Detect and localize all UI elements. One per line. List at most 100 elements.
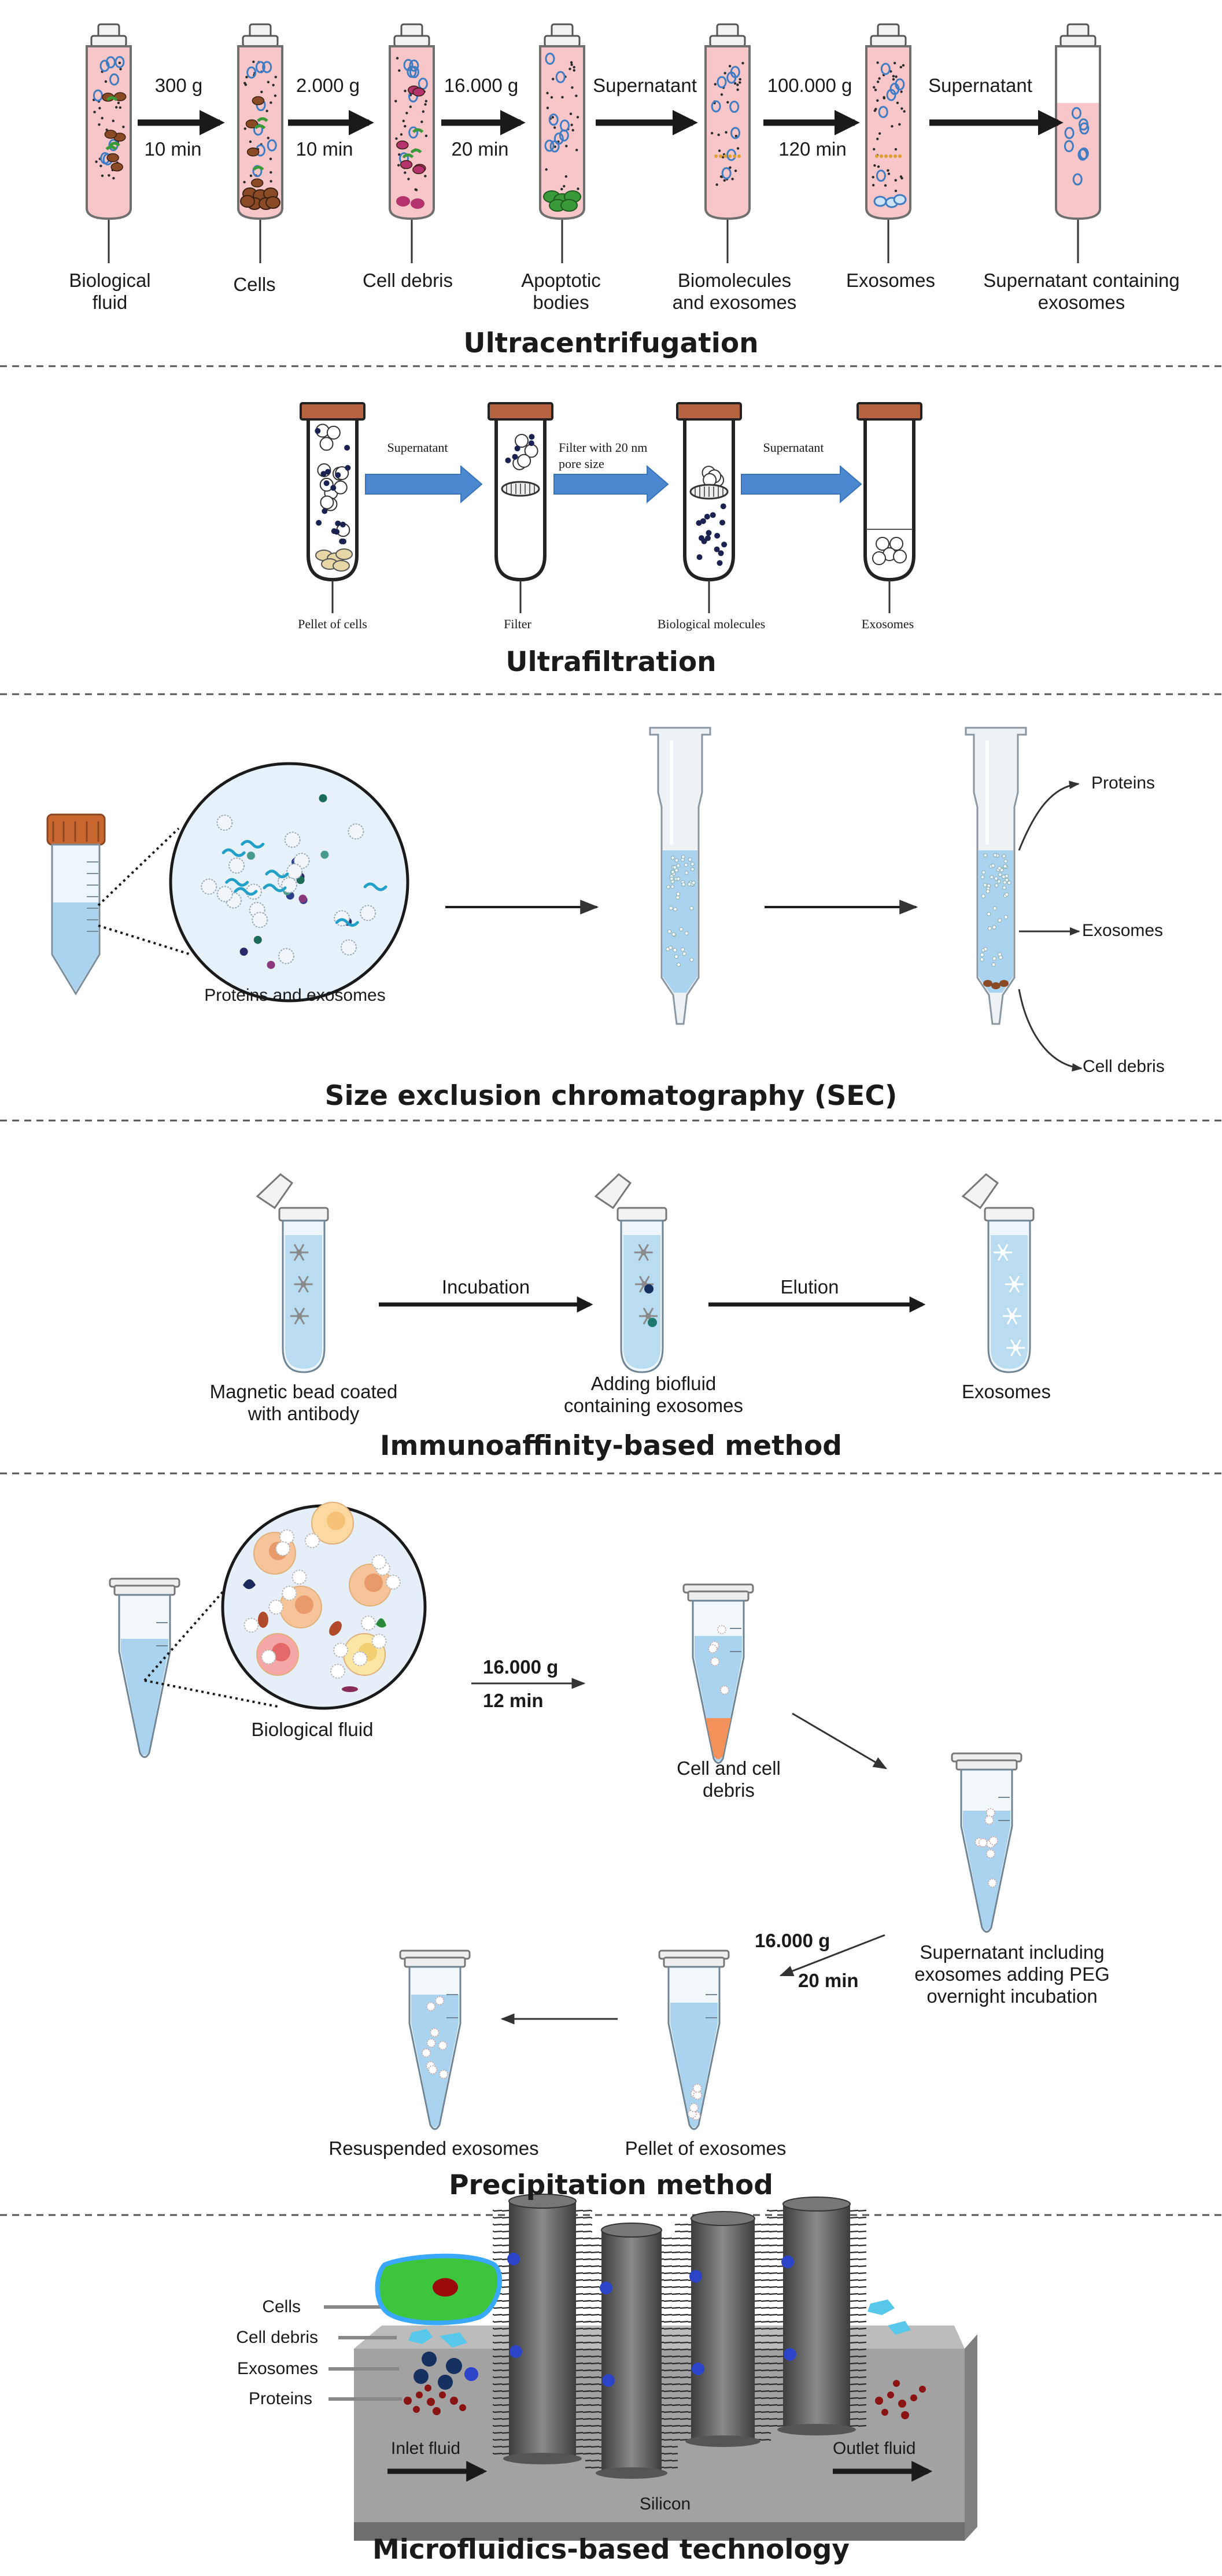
mf-outlet-label: Outlet fluid: [833, 2439, 916, 2458]
pp-spin1-force: 16.000 g: [483, 1656, 559, 1678]
uf-arrow-3: [741, 465, 862, 504]
ia-tube-2-label-2: containing exosomes: [563, 1395, 744, 1416]
filtration-tube-icon-2: [488, 402, 553, 613]
filtration-tube-icon-4: [856, 402, 922, 613]
pillar-icon-1: [493, 2194, 592, 2464]
ultrafiltration-section: [300, 402, 922, 613]
uf-tube-1-label: Pellet of cells: [298, 617, 367, 631]
uf-tubes: [300, 402, 922, 613]
uf-arrow-2-label-2: pore size: [559, 456, 604, 471]
pp-pellet-label: Pellet of exosomes: [625, 2138, 787, 2159]
uf-arrows: [365, 465, 862, 504]
sec-circle-particles: [201, 794, 387, 969]
sec-zoom-circle: [169, 762, 409, 1003]
mf-legend-cell-debris: Cell debris: [236, 2328, 318, 2347]
mf-legend-proteins: Proteins: [248, 2389, 312, 2408]
sec-output-cell-debris: Cell debris: [1083, 1057, 1165, 1076]
ia-tube-2-label-1: Adding biofluid: [590, 1373, 717, 1394]
pp-spin1-time: 12 min: [483, 1690, 544, 1711]
uf-arrow-2-label-1: Filter with 20 nm: [559, 440, 648, 455]
centrifuge-tube-icon-6: [865, 23, 911, 263]
uc-step-3-force: 16.000 g: [444, 75, 519, 96]
pp-title: Precipitation method: [449, 2169, 773, 2201]
uc-tube-7-label-1: Supernatant containing: [983, 270, 1180, 291]
uf-arrow-3-label: Supernatant: [763, 440, 824, 455]
falcon-tube-icon: [46, 813, 106, 996]
centrifuge-tube-icon-5: [704, 23, 751, 263]
uc-step-4-label: Supernatant: [593, 75, 697, 96]
centrifuge-tube-icon-7: [1055, 23, 1101, 263]
pp-zoom-circle: [221, 1502, 427, 1710]
zoom-line-1: [97, 827, 180, 906]
uc-tube-1-label-2: fluid: [92, 292, 128, 313]
uc-step-5-time: 120 min: [778, 138, 847, 160]
filtration-tube-icon-3: [676, 402, 742, 613]
uf-tube-3-label: Biological molecules: [657, 617, 766, 631]
ia-tube-1-label-1: Magnetic bead coated: [209, 1381, 398, 1402]
uc-tube-4-label-1: Apoptotic: [521, 270, 601, 291]
uf-tube-4-label: Exosomes: [861, 617, 914, 631]
mf-legend-cells: Cells: [262, 2297, 301, 2316]
uc-title: Ultracentrifugation: [463, 327, 759, 359]
uf-arrow-2: [553, 465, 669, 504]
pp-circle-label: Biological fluid: [251, 1719, 374, 1740]
uc-step-6-label: Supernatant: [928, 75, 1032, 96]
uc-tube-7-label-2: exosomes: [1038, 292, 1125, 313]
pp-tube-3-icon: [951, 1752, 1022, 1933]
uc-step-3-time: 20 min: [451, 138, 509, 160]
sec-title: Size exclusion chromatography (SEC): [324, 1080, 898, 1112]
filtration-tube-icon-1: [300, 402, 366, 613]
sec-section: [46, 727, 1083, 1072]
centrifuge-tube-icon-4: [539, 23, 585, 263]
uc-step-2-time: 10 min: [296, 138, 353, 160]
pp-debris-label-1: Cell and cell: [677, 1757, 781, 1779]
eppendorf-tube-icon-2: [594, 1173, 667, 1373]
uc-tube-5-label-1: Biomolecules: [677, 270, 792, 291]
ultracentrifugation-section: [86, 23, 1101, 263]
pillar-icon-4: [767, 2197, 866, 2435]
immunoaffinity-section: [256, 1173, 1035, 1373]
ia-tube-3-label: Exosomes: [961, 1381, 1051, 1402]
zoom-line-2: [98, 924, 191, 956]
pp-arrow-3: [779, 1934, 885, 1977]
centrifuge-tube-icon-3: [389, 23, 435, 263]
mf-protein-icon: [404, 2385, 466, 2415]
mf-inlet-label: Inlet fluid: [391, 2439, 461, 2458]
sec-circle-label: Proteins and exosomes: [204, 986, 386, 1005]
ia-tube-1-label-2: with antibody: [248, 1403, 360, 1424]
uc-step-1-time: 10 min: [144, 138, 202, 160]
pp-tube-4-icon: [658, 1949, 730, 2130]
sec-debris-arrow: [1018, 989, 1083, 1072]
ia-arrow-1-label: Incubation: [441, 1276, 530, 1298]
pp-tube-1-icon: [109, 1578, 180, 1758]
ia-title: Immunoaffinity-based method: [380, 1430, 842, 1462]
uf-arrow-1: [365, 465, 483, 504]
centrifuge-tube-icon-1: [86, 23, 132, 263]
pp-debris-label-2: debris: [703, 1779, 755, 1801]
uc-tube-1-label-1: Biological: [69, 270, 151, 291]
uc-tube-5-label-2: and exosomes: [672, 292, 797, 313]
pp-spin2-time: 20 min: [798, 1970, 859, 1991]
mf-legend-exosomes: Exosomes: [237, 2359, 318, 2378]
mf-substrate-label: Silicon: [639, 2494, 691, 2514]
eppendorf-tube-icon-1: [256, 1173, 329, 1373]
section-dividers: [0, 365, 1222, 2216]
sec-column-1-icon: [649, 727, 711, 1025]
sec-proteins-arrow: [1018, 780, 1080, 851]
uc-step-1-force: 300 g: [154, 75, 203, 96]
uc-tube-6-label: Exosomes: [846, 270, 936, 291]
uf-title: Ultrafiltration: [505, 646, 717, 678]
pp-spin2-force: 16.000 g: [755, 1930, 830, 1951]
uc-tube-4-label-2: bodies: [533, 292, 589, 313]
uc-step-5-force: 100.000 g: [767, 75, 852, 96]
centrifuge-tube-icon-2: [237, 23, 283, 263]
mf-cell-icon: [375, 2253, 502, 2326]
uf-arrow-1-label: Supernatant: [387, 440, 448, 455]
microfluidics-section: [324, 2194, 977, 2541]
precipitation-section: [109, 1502, 1022, 2130]
pp-zoom-line-1: [143, 1571, 241, 1682]
sec-column-2-icon: [965, 727, 1027, 1025]
mf-title: Microfluidics-based technology: [372, 2534, 850, 2566]
